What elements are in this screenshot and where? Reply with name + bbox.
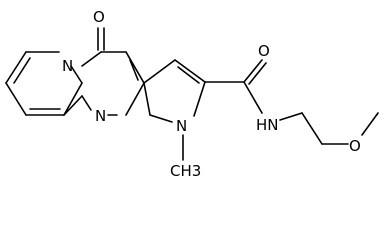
atom-label-ring-nitrogen-pyridine: N: [62, 57, 73, 75]
atom-label-amide-nh: HN: [256, 116, 279, 134]
chemical-structure-diagram: O O N N N HN O CH3: [5, 8, 379, 180]
bond: [243, 59, 263, 83]
bond: [63, 82, 83, 116]
bond: [174, 59, 206, 83]
bond: [301, 112, 323, 145]
bond: [243, 81, 263, 114]
atom-label-ring-nitrogen-pyrrole: N: [176, 117, 187, 135]
double-bond-inner: [13, 57, 31, 84]
atom-label-ring-nitrogen-pyrimidine: N: [95, 107, 106, 125]
atom-label-methoxy-oxygen: O: [349, 137, 361, 155]
bond: [63, 95, 83, 116]
bond: [5, 51, 27, 84]
bond: [361, 112, 379, 136]
atom-label-n-methyl: CH3: [170, 162, 201, 180]
bond: [81, 95, 92, 111]
pyrrole-ring: [143, 59, 206, 161]
bond: [143, 82, 151, 116]
bond: [143, 59, 176, 84]
bond: [149, 114, 173, 123]
double-bond-inner: [177, 66, 200, 84]
pyrimidinone-ring: [63, 27, 145, 116]
bond: [279, 112, 303, 121]
bond: [193, 81, 206, 117]
atom-label-ketone-oxygen: O: [93, 8, 105, 26]
carboxamide-chain: [204, 59, 379, 145]
bond: [81, 51, 102, 67]
bond: [70, 65, 83, 84]
double-bond-inner: [129, 59, 139, 81]
double-bond: [248, 62, 267, 85]
bond: [125, 82, 145, 116]
molecule-svg: O O N N N HN O CH3: [5, 8, 379, 180]
bond: [125, 51, 145, 84]
bond: [5, 82, 27, 116]
atom-label-amide-oxygen: O: [258, 42, 270, 60]
pyridine-ring: [5, 51, 83, 116]
